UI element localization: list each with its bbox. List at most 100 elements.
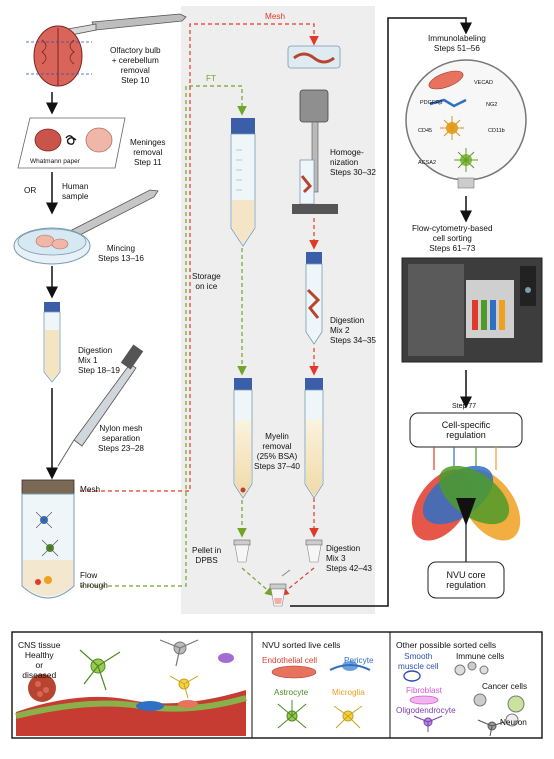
cancer-cells-icon — [473, 693, 525, 727]
endothelial-label: Endothelial cell — [262, 656, 318, 665]
meninges-line2: removal — [133, 148, 163, 157]
cns-tissue-illustration — [15, 639, 247, 736]
cns-line1: CNS tissue — [18, 640, 61, 650]
pipette-icon — [57, 344, 144, 467]
smooth-muscle-cell-icon — [403, 670, 421, 682]
venn-diagram — [411, 465, 521, 541]
facs-line1: Flow-cytometry-based — [412, 224, 493, 233]
neuron-label: Neuron — [500, 718, 527, 727]
endothelial-cell-icon — [271, 665, 317, 679]
digestion1-line1: Digestion — [78, 346, 113, 355]
olfactory-line2: + cerebellum — [111, 56, 159, 65]
cell-specific-box — [409, 412, 523, 448]
venn-connectors — [433, 447, 497, 470]
nvu-core-label: NVU core regulation — [430, 570, 502, 590]
mincing-step: Steps 13–16 — [98, 254, 144, 263]
marker-pdgfrb: PDGFRβ — [420, 100, 443, 106]
nylon-line1: Nylon mesh — [99, 424, 143, 433]
oligodendrocyte-icon — [413, 715, 443, 732]
myelin-line1: Myelin — [265, 432, 289, 441]
myelin-tube-icon — [233, 378, 253, 499]
homogenization-label: Homoge- nization Steps 30–32 — [330, 148, 376, 178]
immuno-line1: Immunolabeling — [428, 34, 486, 43]
flow-through-label: Flow through — [80, 571, 108, 591]
cns-label: CNS tissue Healthy or diseased — [18, 640, 61, 680]
nylon-step: Steps 23–28 — [98, 444, 144, 453]
cns-line4: diseased — [22, 670, 57, 680]
digestion3-step: Steps 42–43 — [326, 564, 372, 573]
homog-step: Steps 30–32 — [330, 168, 376, 177]
fibroblast-label: Fibroblast — [406, 686, 442, 695]
smooth-line2: muscle cell — [398, 662, 439, 671]
flow-line1: Flow — [80, 571, 98, 580]
digestion1-line2: Mix 1 — [78, 356, 98, 365]
immunolabeling-circle-icon — [405, 59, 527, 189]
nvu-core-box — [427, 561, 505, 599]
smooth-line1: Smooth — [404, 652, 433, 661]
immune-label: Immune cells — [456, 652, 505, 661]
final-eppendorf-icon — [269, 569, 291, 607]
olfactory-line1: Olfactory bulb — [110, 46, 161, 55]
nvu-core-line1: NVU core — [446, 570, 486, 580]
marker-cd11b: CD11b — [488, 128, 505, 134]
storage-label: Storage on ice — [192, 272, 221, 292]
smooth-muscle-label: Smooth muscle cell — [398, 652, 439, 672]
digestion2-tube-icon — [305, 252, 323, 345]
mesh-tube-icon — [21, 479, 75, 599]
human-line2: sample — [62, 192, 89, 201]
meninges-step: Step 11 — [133, 158, 162, 167]
myelin-label: Myelin removal (25% BSA) Steps 37–40 — [254, 432, 300, 472]
neuron-icon — [477, 719, 505, 737]
facs-machine-icon — [401, 257, 543, 363]
storage-line1: Storage — [192, 272, 221, 281]
whatmann-paper-icon — [17, 117, 126, 169]
mesh-left-label: Mesh — [80, 485, 101, 494]
myelin-step: Steps 37–40 — [254, 462, 300, 471]
homog-line2: nization — [330, 158, 359, 167]
brain-icon — [26, 25, 92, 87]
cell-specific-line1: Cell-specific — [441, 420, 491, 430]
ft-tube-icon — [230, 118, 256, 247]
pericyte-label: Pericyte — [344, 656, 374, 665]
homogenizer-icon — [292, 89, 338, 214]
immune-cells-icon — [454, 661, 489, 676]
marker-vecad: VECAD — [474, 80, 493, 86]
meninges-label: Meninges removal Step 11 — [130, 138, 166, 168]
whatmann-label: Whatmann paper — [30, 158, 80, 165]
digestion3-line2: Mix 3 — [326, 554, 346, 563]
cns-line2: Healthy — [24, 650, 54, 660]
pellet-eppendorf-icon — [233, 539, 251, 563]
marker-cd45: CD45 — [418, 128, 433, 134]
myelin-line3: (25% BSA) — [256, 452, 298, 461]
marker-acsa2: ACSA2 — [418, 160, 437, 166]
digestion-tube-icon — [43, 302, 61, 383]
digestion1-label: Digestion Mix 1 Step 18–19 — [78, 346, 120, 376]
nvu-core-line2: regulation — [446, 580, 486, 590]
digestion2-step: Steps 34–35 — [330, 336, 376, 345]
digestion3-eppendorf-icon — [305, 539, 323, 563]
meninges-line1: Meninges — [130, 138, 166, 147]
facs-label: Flow-cytometry-based cell sorting Steps … — [412, 224, 493, 254]
olfactory-label: Olfactory bulb + cerebellum removal Step… — [110, 46, 161, 86]
myelin-line2: removal — [262, 442, 292, 451]
cell-specific-label: Cell-specific regulation — [416, 420, 516, 440]
homog-line1: Homoge- — [330, 148, 364, 157]
cancer-label: Cancer cells — [482, 682, 528, 691]
pellet-label: Pellet in DPBS — [192, 546, 221, 566]
olfactory-line3: removal — [120, 66, 150, 75]
or-label: OR — [24, 186, 37, 195]
marker-ng2: NG2 — [486, 102, 498, 108]
petri-dish-icon — [13, 227, 91, 265]
human-line1: Human — [62, 182, 89, 191]
digestion3-label: Digestion Mix 3 Steps 42–43 — [326, 544, 372, 574]
human-sample-label: Human sample — [62, 182, 88, 202]
mincing-line1: Mincing — [106, 244, 136, 253]
pellet-line2: DPBS — [195, 556, 218, 565]
mesh-top-label: Mesh — [265, 12, 286, 21]
middle-panel — [181, 6, 375, 614]
astrocyte-label: Astrocyte — [274, 688, 309, 697]
facs-step: Steps 61–73 — [429, 244, 476, 253]
olfactory-step: Step 10 — [121, 76, 150, 85]
other-title: Other possible sorted cells — [396, 640, 497, 650]
